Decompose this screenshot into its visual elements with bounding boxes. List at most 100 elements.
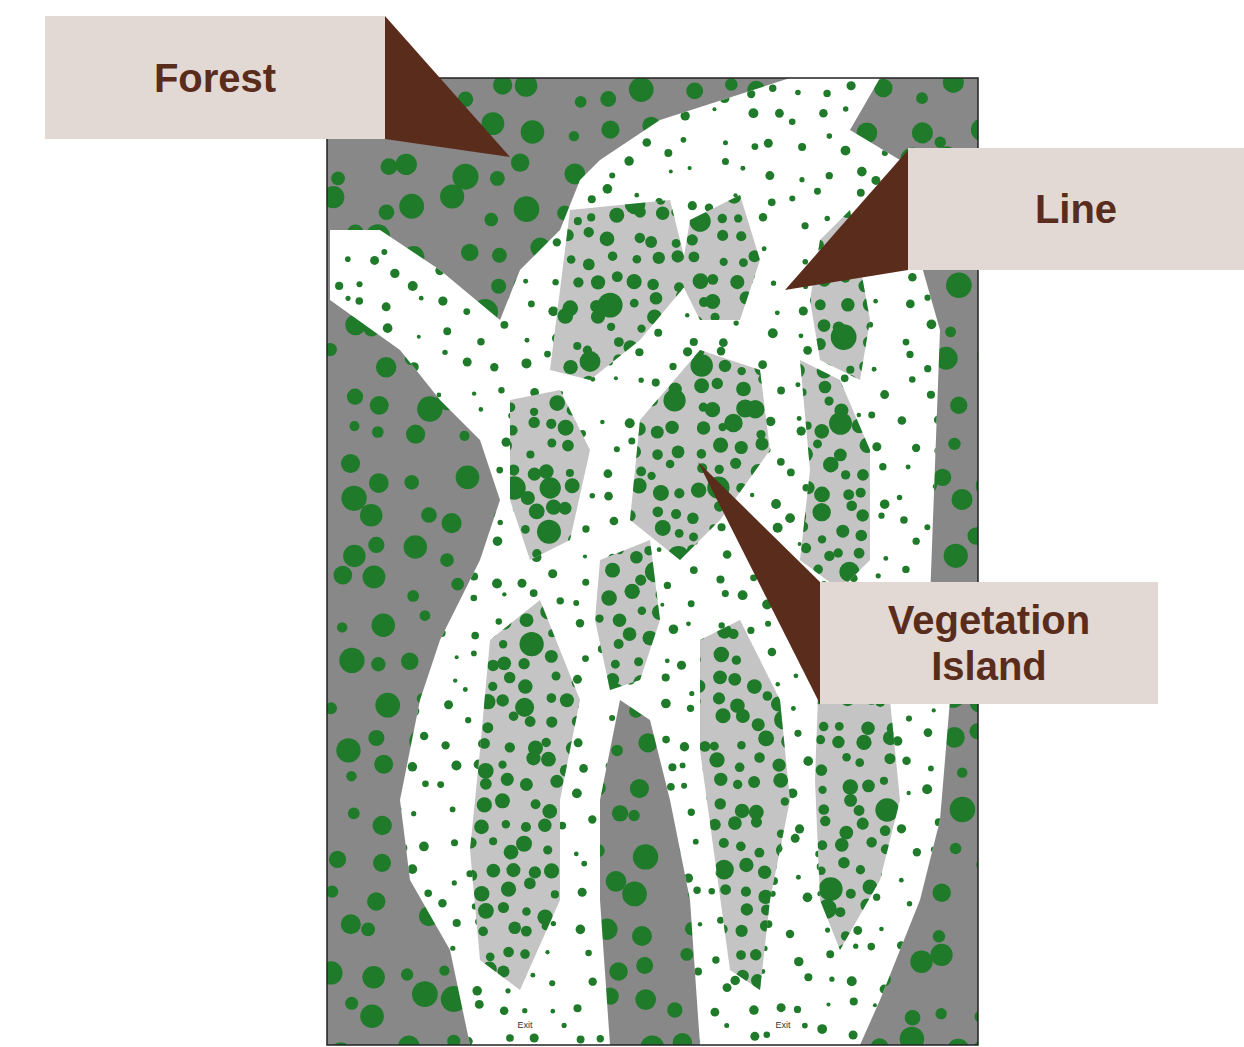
small-tree-dot: [627, 952, 634, 959]
island-shape: [550, 200, 690, 380]
tree-dot: [905, 1010, 921, 1026]
small-tree-dot: [417, 335, 421, 339]
small-tree-dot: [934, 447, 941, 454]
island-tree-dot: [791, 226, 803, 238]
tree-dot: [493, 78, 512, 95]
island-tree-dot: [540, 188, 555, 203]
small-tree-dot: [364, 809, 369, 814]
island-tree-dot: [752, 718, 765, 731]
tree-dot: [950, 843, 962, 855]
small-tree-dot: [817, 1024, 827, 1034]
island-tree-dot: [541, 752, 556, 767]
small-tree-dot: [342, 367, 346, 371]
small-tree-dot: [394, 517, 400, 523]
small-tree-dot: [819, 109, 827, 117]
island-tree-dot: [495, 793, 510, 808]
island-tree-dot: [522, 570, 531, 579]
island-tree-dot: [579, 793, 594, 808]
island-tree-dot: [713, 670, 727, 684]
island-tree-dot: [671, 509, 681, 519]
island-tree-dot: [644, 546, 653, 555]
island-tree-dot: [773, 759, 786, 772]
small-tree-dot: [604, 469, 613, 478]
small-tree-dot: [750, 493, 754, 497]
island-tree-dot: [721, 612, 729, 620]
island-tree-dot: [537, 520, 561, 544]
small-tree-dot: [964, 327, 973, 336]
small-tree-dot: [464, 1037, 473, 1045]
island-tree-dot: [624, 584, 639, 599]
island-tree-dot: [570, 802, 582, 814]
tree-dot: [629, 78, 654, 102]
small-tree-dot: [829, 977, 834, 982]
island-tree-dot: [453, 504, 468, 519]
island-tree-dot: [774, 710, 794, 730]
small-tree-dot: [853, 926, 862, 935]
small-tree-dot: [581, 861, 587, 867]
small-tree-dot: [354, 217, 361, 224]
small-tree-dot: [441, 227, 446, 232]
island-tree-dot: [633, 675, 648, 690]
island-tree-dot: [815, 299, 826, 310]
small-tree-dot: [454, 430, 461, 437]
small-tree-dot: [500, 241, 504, 245]
island-tree-dot: [652, 666, 667, 681]
island-tree-dot: [507, 425, 518, 436]
small-tree-dot: [750, 1032, 759, 1041]
island-tree-dot: [737, 741, 745, 749]
small-tree-dot: [698, 922, 702, 926]
small-tree-dot: [924, 524, 930, 530]
island-tree-dot: [501, 773, 514, 786]
island-tree-dot: [770, 639, 780, 649]
island-tree-dot: [612, 513, 624, 525]
island-tree-dot: [686, 694, 700, 708]
island-tree-dot: [477, 797, 492, 812]
small-tree-dot: [963, 928, 969, 934]
island-tree-dot: [546, 716, 557, 727]
island-tree-dot: [665, 660, 675, 670]
island-tree-dot: [758, 374, 768, 384]
small-tree-dot: [939, 542, 944, 547]
small-tree-dot: [548, 569, 557, 578]
small-tree-dot: [364, 406, 370, 412]
island-tree-dot: [510, 231, 521, 242]
tree-dot: [341, 486, 366, 511]
island-tree-dot: [460, 441, 474, 455]
tree-dot: [447, 1035, 460, 1045]
island-tree-dot: [778, 191, 792, 205]
island-tree-dot: [520, 584, 530, 594]
small-tree-dot: [366, 1037, 376, 1045]
island-tree-dot: [697, 421, 710, 434]
island-tree-dot: [705, 402, 720, 417]
island-tree-dot: [564, 193, 573, 202]
island-tree-dot: [709, 524, 717, 532]
small-tree-dot: [960, 971, 966, 977]
small-tree-dot: [768, 199, 776, 207]
small-tree-dot: [343, 139, 347, 143]
small-tree-dot: [799, 306, 808, 315]
tree-dot: [401, 968, 413, 980]
small-tree-dot: [438, 296, 447, 305]
small-tree-dot: [873, 94, 882, 103]
island-tree-dot: [676, 322, 684, 330]
small-tree-dot: [339, 537, 345, 543]
tree-dot: [622, 882, 647, 907]
island-tree-dot: [482, 345, 493, 356]
small-tree-dot: [490, 497, 498, 505]
island-tree-dot: [786, 507, 806, 527]
island-tree-dot: [841, 298, 855, 312]
island-tree-dot: [818, 535, 826, 543]
small-tree-dot: [660, 943, 667, 950]
small-tree-dot: [409, 362, 418, 371]
small-tree-dot: [872, 367, 877, 372]
small-tree-dot: [723, 983, 732, 992]
small-tree-dot: [662, 736, 670, 744]
island-tree-dot: [813, 439, 822, 448]
island-tree-dot: [462, 740, 474, 752]
island-tree-dot: [666, 631, 675, 640]
island-tree-dot: [551, 548, 563, 560]
small-tree-dot: [436, 417, 443, 424]
small-tree-dot: [748, 108, 758, 118]
small-tree-dot: [444, 700, 453, 709]
small-tree-dot: [626, 817, 634, 825]
